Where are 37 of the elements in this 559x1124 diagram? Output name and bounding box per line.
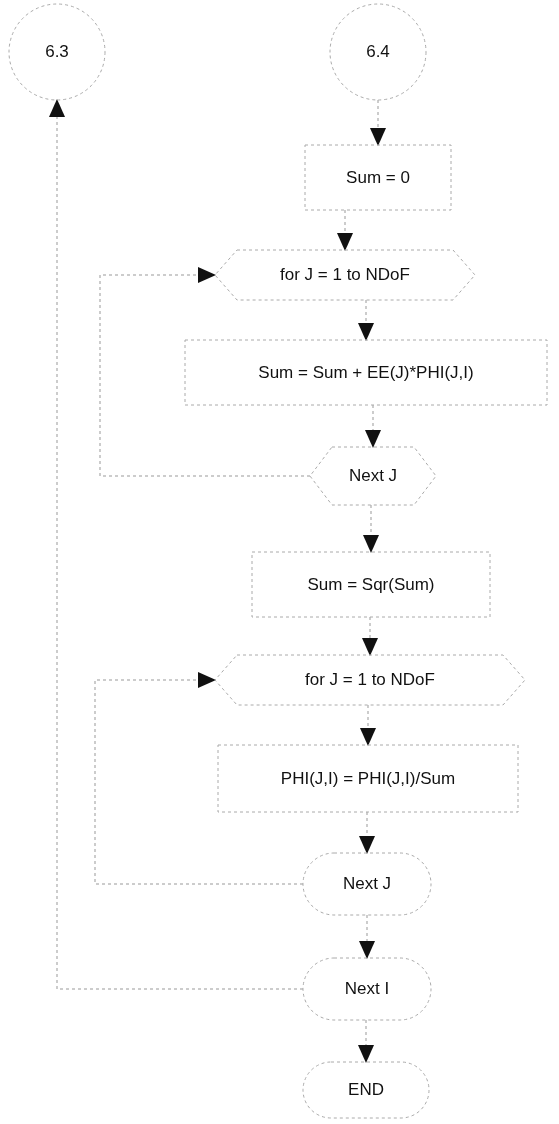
node-label: 6.4 <box>366 42 390 62</box>
arrow <box>99 267 311 477</box>
node-label: Sum = Sqr(Sum) <box>307 574 435 595</box>
arrow <box>362 616 378 656</box>
arrow <box>359 811 375 854</box>
arrow <box>358 1019 374 1063</box>
connector-circle <box>330 4 426 100</box>
process-box <box>252 552 490 617</box>
arrow <box>358 299 374 341</box>
arrow <box>359 914 375 959</box>
node-label: 6.3 <box>45 42 69 62</box>
node-label: Sum = Sum + EE(J)*PHI(J,I) <box>258 362 474 383</box>
node-label: for J = 1 to NDoF <box>280 265 410 285</box>
arrow <box>49 99 304 990</box>
connector-circle <box>9 4 105 100</box>
terminal-box <box>303 1062 429 1118</box>
arrow <box>370 99 386 146</box>
node-label: Sum = 0 <box>346 167 410 188</box>
arrow <box>363 504 379 553</box>
node-label: END <box>348 1080 384 1100</box>
arrow <box>360 704 376 746</box>
loop-hexagon <box>215 655 525 705</box>
arrow <box>365 404 381 448</box>
terminal-box <box>303 853 431 915</box>
terminal-box <box>303 958 431 1020</box>
node-label: Next I <box>344 979 390 999</box>
node-label: Next J <box>342 874 392 894</box>
arrow <box>337 209 353 251</box>
arrow <box>94 672 304 885</box>
node-label: for J = 1 to NDoF <box>305 670 435 690</box>
loop-hexagon <box>215 250 475 300</box>
process-box <box>305 145 451 210</box>
node-label: Next J <box>348 466 398 486</box>
process-box <box>218 745 518 812</box>
process-box <box>185 340 547 405</box>
loop-hexagon <box>310 447 436 505</box>
node-label: PHI(J,I) = PHI(J,I)/Sum <box>280 768 456 789</box>
